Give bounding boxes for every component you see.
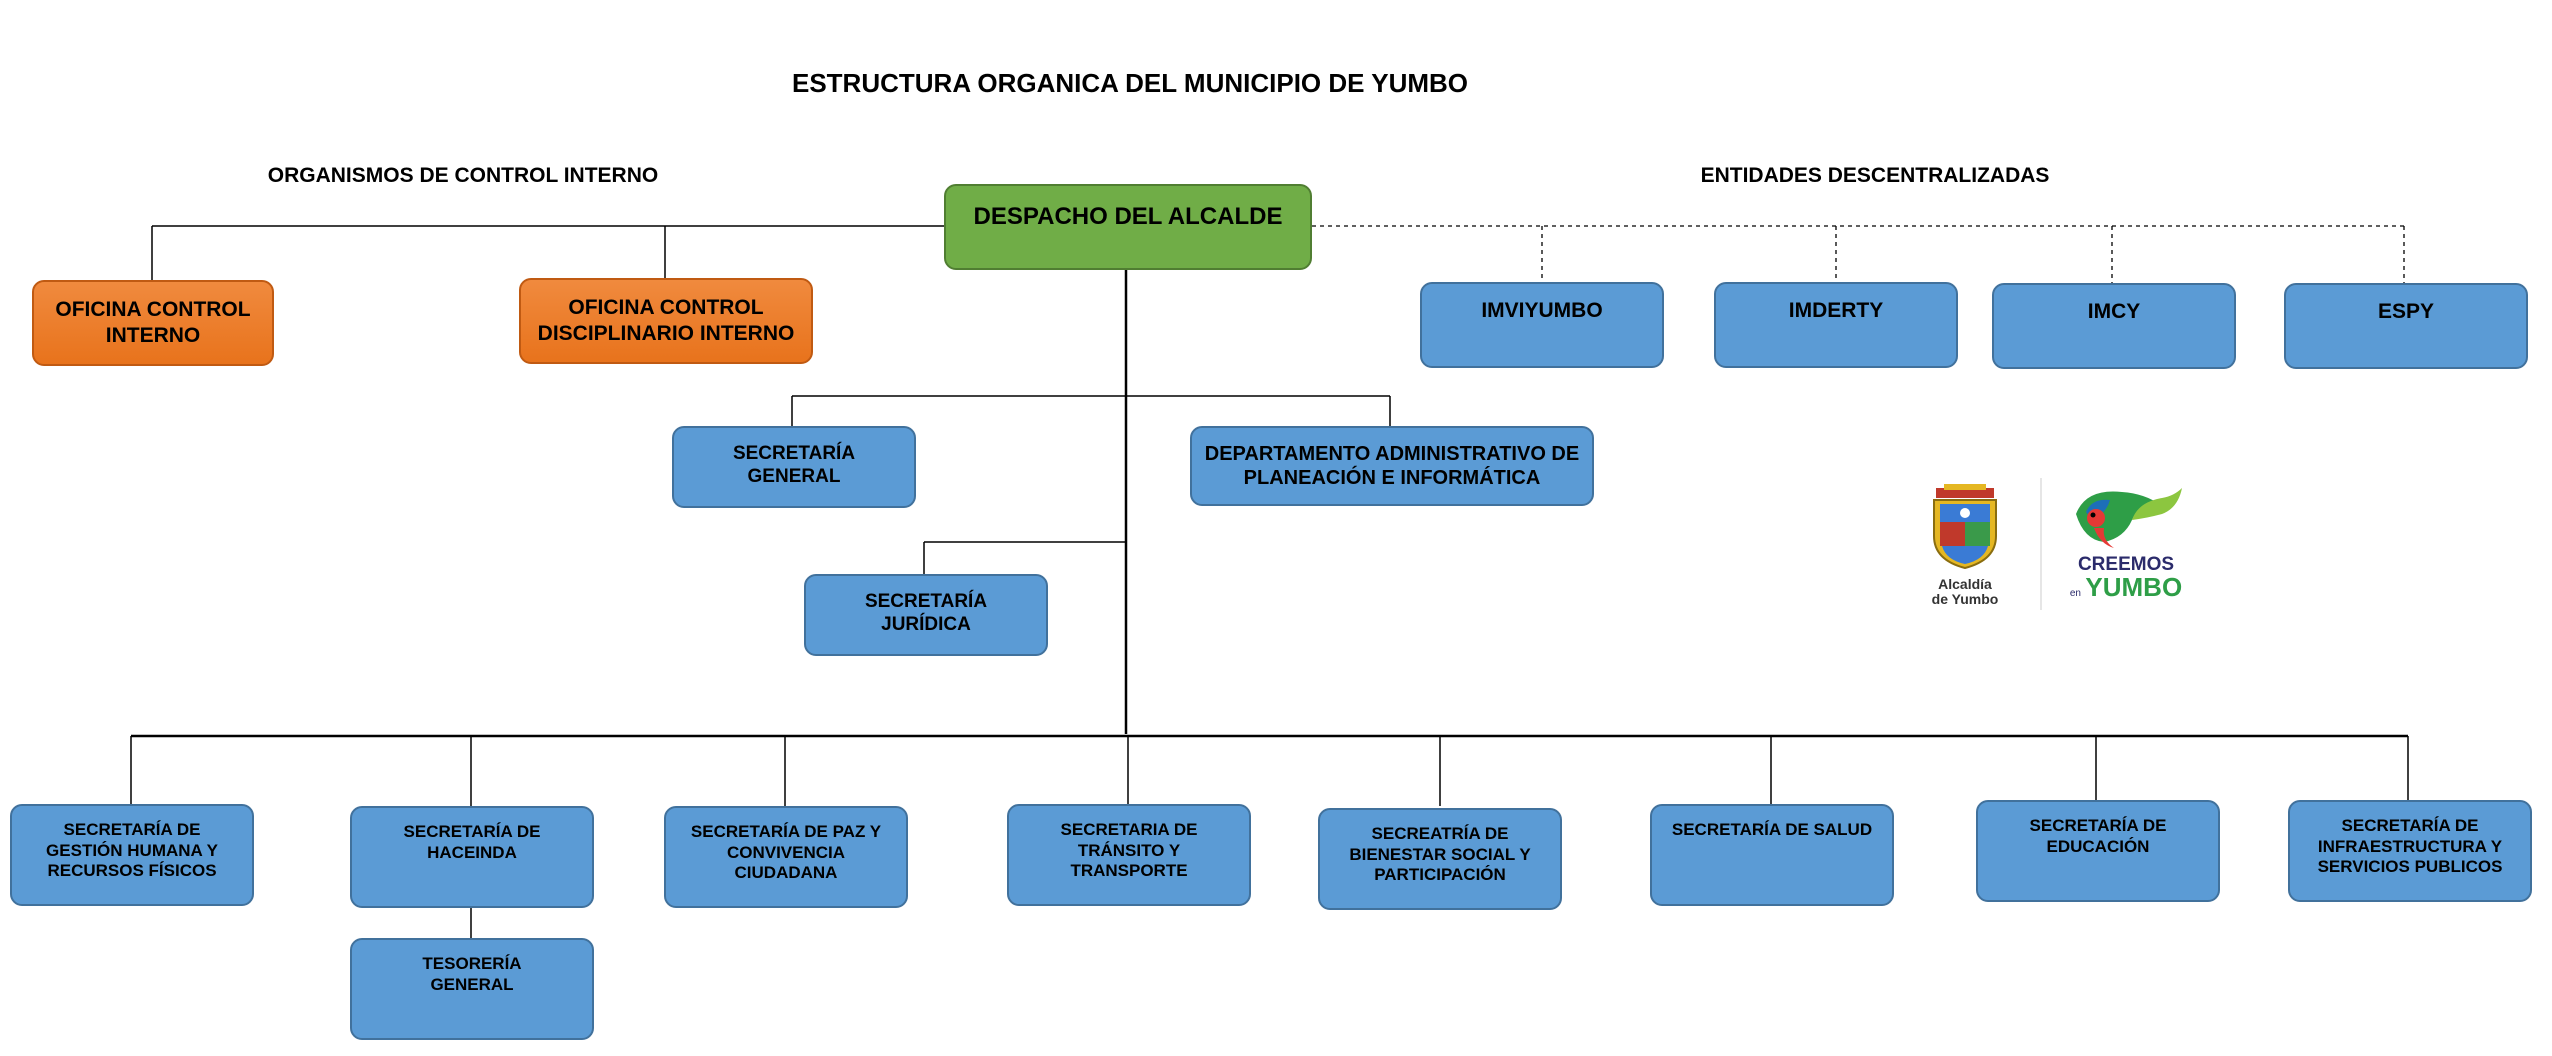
node-label: SECRETARÍA DE HACEINDA xyxy=(403,822,541,862)
node-secretaria-gestion-humana: SECRETARÍA DE GESTIÓN HUMANA Y RECURSOS … xyxy=(10,804,254,906)
logo-divider xyxy=(2040,478,2042,610)
node-label: SECRETARÍA DE PAZ Y CONVIVENCIA CIUDADAN… xyxy=(690,822,882,883)
node-secretaria-paz-convivencia: SECRETARÍA DE PAZ Y CONVIVENCIA CIUDADAN… xyxy=(664,806,908,908)
node-espy: ESPY xyxy=(2284,283,2528,369)
node-label: SECRETARÍA JURÍDICA xyxy=(864,591,988,636)
node-label: SECRETARÍA DE INFRAESTRUCTURA Y SERVICIO… xyxy=(2317,816,2503,877)
heading-entidades-descentralizadas: ENTIDADES DESCENTRALIZADAS xyxy=(1700,164,2050,187)
creemos-en-yumbo-logo: CREEMOS en YUMBO xyxy=(2066,484,2186,610)
node-imviyumbo: IMVIYUMBO xyxy=(1420,282,1664,368)
node-oficina-control-disciplinario: OFICINA CONTROL DISCIPLINARIO INTERNO xyxy=(519,278,813,364)
node-label: IMCY xyxy=(2087,300,2141,323)
parrot-icon xyxy=(2076,488,2182,548)
node-label: SECRETARIA DE TRÁNSITO Y TRANSPORTE xyxy=(1060,820,1198,881)
node-secretaria-infraestructura: SECRETARÍA DE INFRAESTRUCTURA Y SERVICIO… xyxy=(2288,800,2532,902)
node-label: SECRETARÍA DE EDUCACIÓN xyxy=(2029,816,2167,856)
node-label: OFICINA CONTROL INTERNO xyxy=(55,298,251,347)
node-label: TESORERÍA GENERAL xyxy=(422,954,522,994)
page-title: ESTRUCTURA ORGANICA DEL MUNICIPIO DE YUM… xyxy=(791,68,1469,98)
yumbo-logo-text: YUMBO xyxy=(2085,572,2183,602)
node-secretaria-general: SECRETARÍA GENERAL xyxy=(672,426,916,508)
node-label: SECREATRÍA DE BIENESTAR SOCIAL Y PARTICI… xyxy=(1349,824,1531,885)
node-secretaria-hacienda: SECRETARÍA DE HACEINDA xyxy=(350,806,594,908)
alcaldia-yumbo-logo: Alcaldía de Yumbo xyxy=(1920,484,2010,608)
heading-control-interno: ORGANISMOS DE CONTROL INTERNO xyxy=(267,164,659,187)
node-oficina-control-interno: OFICINA CONTROL INTERNO xyxy=(32,280,274,366)
yumbo-wordmark: en YUMBO xyxy=(2066,574,2186,600)
creemos-en-text: en xyxy=(2069,588,2081,599)
node-departamento-planeacion: DEPARTAMENTO ADMINISTRATIVO DE PLANEACIÓ… xyxy=(1190,426,1594,506)
node-secretaria-transito: SECRETARIA DE TRÁNSITO Y TRANSPORTE xyxy=(1007,804,1251,906)
node-label: DEPARTAMENTO ADMINISTRATIVO DE PLANEACIÓ… xyxy=(1204,442,1580,489)
node-label: SECRETARÍA DE SALUD xyxy=(1671,820,1873,839)
creemos-logo-text: CREEMOS xyxy=(2077,554,2175,575)
node-label: OFICINA CONTROL DISCIPLINARIO INTERNO xyxy=(537,296,795,345)
node-label: DESPACHO DEL ALCALDE xyxy=(973,203,1283,230)
node-label: ESPY xyxy=(2377,300,2435,323)
node-secretaria-bienestar-social: SECREATRÍA DE BIENESTAR SOCIAL Y PARTICI… xyxy=(1318,808,1562,910)
node-label: IMVIYUMBO xyxy=(1481,299,1603,322)
node-label: SECRETARÍA DE GESTIÓN HUMANA Y RECURSOS … xyxy=(46,820,218,881)
node-imderty: IMDERTY xyxy=(1714,282,1958,368)
node-label: IMDERTY xyxy=(1788,299,1884,322)
node-secretaria-salud: SECRETARÍA DE SALUD xyxy=(1650,804,1894,906)
node-secretaria-educacion: SECRETARÍA DE EDUCACIÓN xyxy=(1976,800,2220,902)
coat-of-arms-icon xyxy=(1933,484,1997,570)
node-secretaria-juridica: SECRETARÍA JURÍDICA xyxy=(804,574,1048,656)
node-despacho-alcalde: DESPACHO DEL ALCALDE xyxy=(944,184,1312,270)
node-tesoreria-general: TESORERÍA GENERAL xyxy=(350,938,594,1040)
alcaldia-logo-text: Alcaldía de Yumbo xyxy=(1931,576,1999,607)
node-label: SECRETARÍA GENERAL xyxy=(732,443,856,488)
node-imcy: IMCY xyxy=(1992,283,2236,369)
